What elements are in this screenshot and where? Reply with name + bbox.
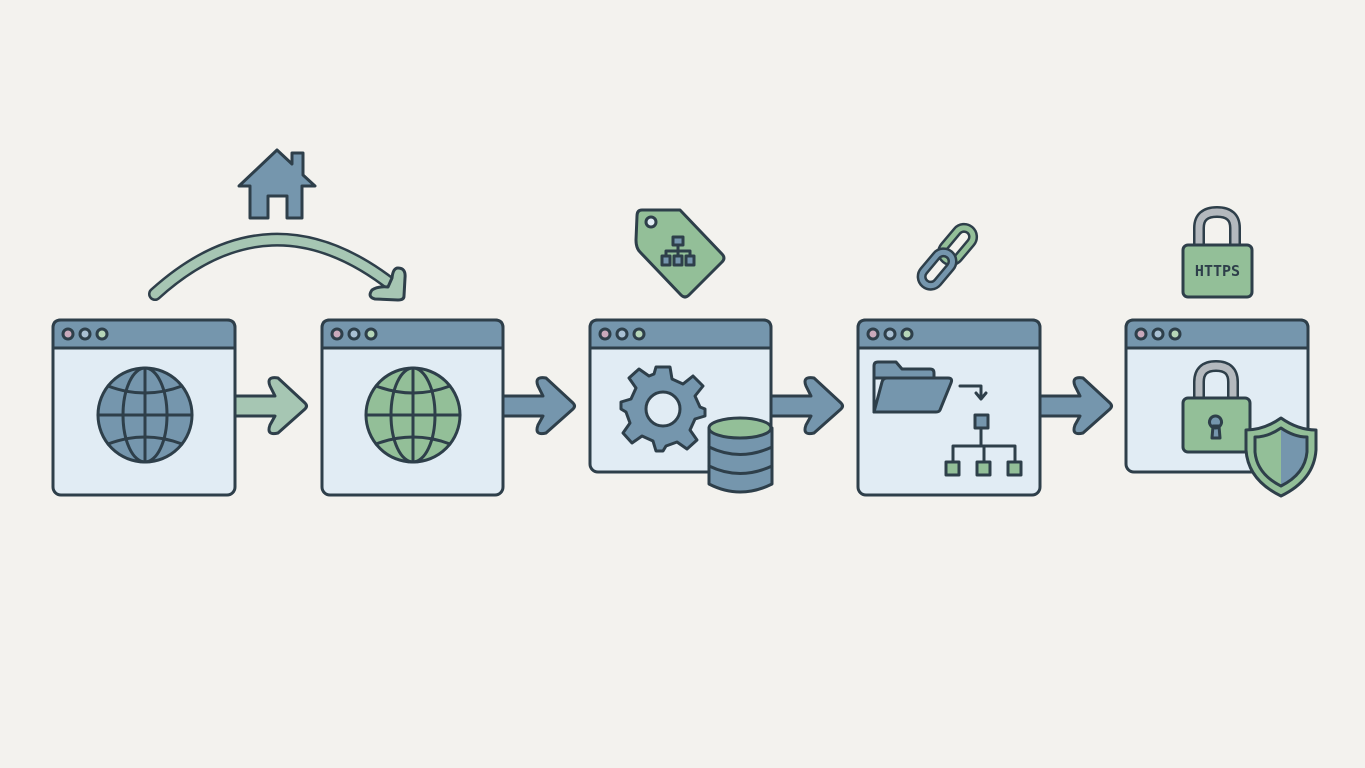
database-icon	[707, 416, 774, 494]
shield-icon	[1244, 416, 1318, 498]
flow-arrow-1	[233, 376, 308, 436]
flow-arrow-3	[769, 376, 844, 436]
gear-icon	[619, 365, 707, 453]
https-label: HTTPS	[1195, 262, 1240, 280]
browser-window-3	[588, 318, 774, 494]
globe-icon	[96, 366, 194, 464]
browser-window-5	[1124, 318, 1318, 498]
flow-arrow-4	[1038, 376, 1113, 436]
browser-window-1	[51, 318, 237, 497]
tag-sitemap-icon	[634, 208, 726, 299]
chain-link-icon	[916, 222, 979, 291]
browser-window-4	[856, 318, 1042, 497]
folder-icon	[872, 360, 954, 414]
flow-arrow-2	[501, 376, 576, 436]
hierarchy-icon	[944, 384, 1023, 477]
https-lock-icon: HTTPS	[1181, 205, 1254, 299]
browser-window-2	[320, 318, 505, 497]
padlock-icon	[1181, 359, 1252, 454]
redirect-curved-arrow	[148, 232, 407, 302]
globe-icon	[364, 366, 462, 464]
house-icon	[237, 148, 317, 220]
